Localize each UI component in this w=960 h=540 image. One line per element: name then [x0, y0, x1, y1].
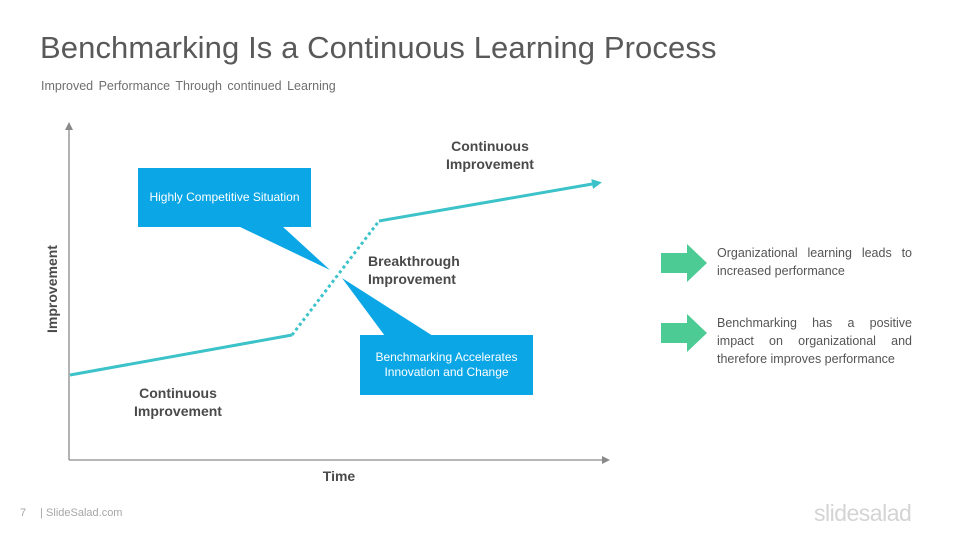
- key-point-1-text: Organizational learning leads to increas…: [717, 246, 912, 278]
- callout-bottom-tail: [342, 278, 433, 336]
- y-axis-label: Improvement: [44, 245, 60, 333]
- key-point-2: Benchmarking has a positive impact on or…: [661, 314, 912, 368]
- callout-highly-competitive: Highly Competitive Situation: [138, 168, 311, 227]
- label-continuous-improvement-top: Continuous Improvement: [446, 138, 534, 172]
- key-point-1: Organizational learning leads to increas…: [661, 244, 912, 282]
- key-point-2-text: Benchmarking has a positive impact on or…: [717, 316, 912, 366]
- label-breakthrough-improvement: Breakthrough Improvement: [368, 253, 460, 287]
- callout-benchmarking-accelerates: Benchmarking Accelerates Innovation and …: [360, 335, 533, 395]
- x-axis-label: Time: [322, 468, 356, 484]
- brand-logo: slidesalad: [814, 500, 912, 526]
- callout-top-tail: [238, 226, 330, 270]
- slide-subtitle: Improved Performance Through continued L…: [41, 79, 336, 93]
- page-number: 7: [20, 507, 27, 519]
- continuous-improvement-line-lower: [69, 333, 293, 377]
- slide-title: Benchmarking Is a Continuous Learning Pr…: [40, 30, 717, 65]
- footer-site: | SlideSalad.com: [40, 507, 123, 519]
- breakthrough-line: [290, 220, 381, 336]
- footer: 7 | SlideSalad.com: [20, 507, 122, 519]
- callout-top-text: Highly Competitive Situation: [149, 190, 300, 204]
- arrow-right-icon: [661, 314, 707, 352]
- arrow-right-icon: [661, 244, 707, 282]
- label-continuous-improvement-bottom: Continuous Improvement: [134, 385, 222, 419]
- callout-bottom-text: Benchmarking Accelerates Innovation and …: [375, 350, 518, 379]
- continuous-improvement-line-upper: [378, 179, 602, 223]
